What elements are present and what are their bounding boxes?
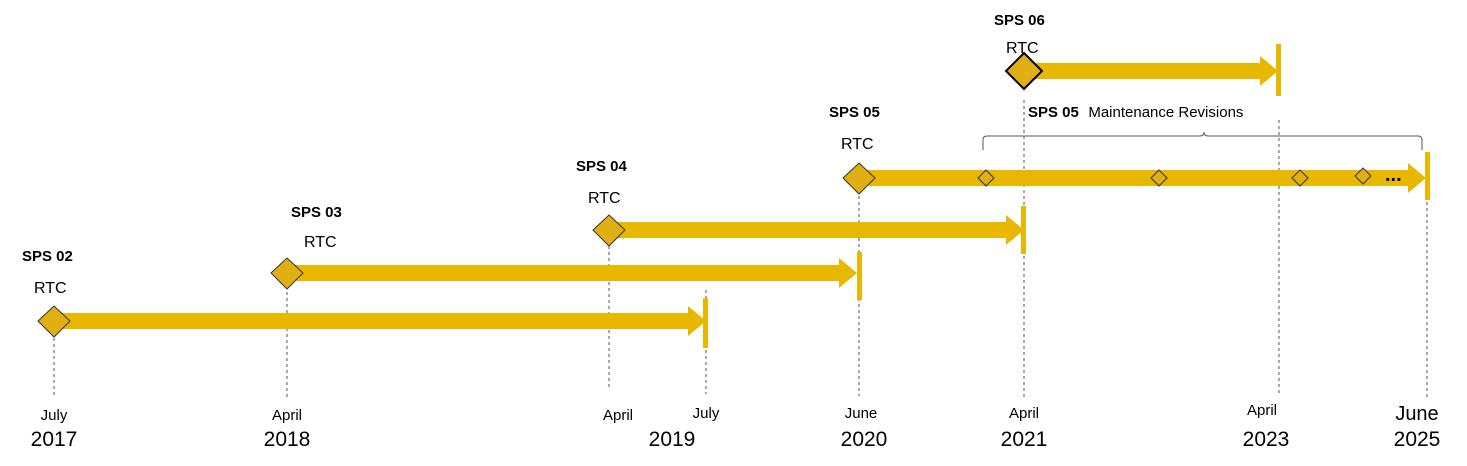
arrow-sps05 [866,152,1430,200]
year-2021: 2021 [1001,428,1048,451]
date-labels: July 2017 April 2018 April July 2019 Jun… [31,402,1441,451]
release-name-sps04: SPS 04 [576,158,628,175]
arrow-sps02 [60,298,708,348]
year-2017: 2017 [31,428,78,451]
arrow-bars [60,44,1430,348]
maintenance-release-name: SPS 05 [1028,104,1079,121]
month-apr2019: April [603,407,633,424]
month-apr2023: April [1247,402,1277,419]
month-jun2025: June [1395,403,1438,425]
maintenance-label-text: Maintenance Revisions [1088,104,1243,121]
release-name-sps05: SPS 05 [829,104,880,121]
month-jul2017: July [41,407,68,424]
year-2020: 2020 [841,428,888,451]
maintenance-diamond-1 [977,169,995,187]
month-jul2019: July [693,405,720,422]
month-apr2018: April [272,407,302,424]
year-2023: 2023 [1243,428,1290,451]
maintenance-diamond-4 [1354,167,1372,185]
maintenance-diamond-3 [1291,169,1309,187]
maintenance-diamond-2 [1150,169,1168,187]
diamond-sps02 [37,305,71,338]
release-name-sps02: SPS 02 [22,248,73,265]
year-2018: 2018 [264,428,311,451]
month-jun2020: June [845,405,878,422]
arrow-sps03 [294,252,862,300]
arrow-sps06 [1032,44,1281,96]
release-name-sps03: SPS 03 [291,204,342,221]
month-apr2021: April [1009,405,1039,422]
diamond-sps04 [592,214,626,247]
release-type-sps05: RTC [841,136,874,153]
release-type-sps02: RTC [34,280,67,297]
year-2025: 2025 [1394,428,1441,451]
diamond-sps05 [842,162,876,195]
maintenance-ellipsis: ... [1385,164,1402,186]
release-labels: SPS 02 RTC SPS 03 RTC SPS 04 RTC SPS 05 … [22,12,1045,297]
maintenance-label: SPS 05 Maintenance Revisions [1028,104,1243,121]
release-type-sps06: RTC [1006,40,1039,57]
diamond-sps03 [270,257,304,290]
rtc-markers [37,51,1044,338]
release-name-sps06: SPS 06 [994,12,1045,29]
guide-lines [53,100,1428,400]
year-2019: 2019 [649,428,696,451]
arrow-sps04 [615,206,1026,254]
maintenance-markers [977,167,1372,187]
diamond-sps06 [1004,51,1044,91]
release-type-sps03: RTC [304,234,337,251]
maintenance-bracket [982,131,1423,150]
release-type-sps04: RTC [588,190,621,207]
